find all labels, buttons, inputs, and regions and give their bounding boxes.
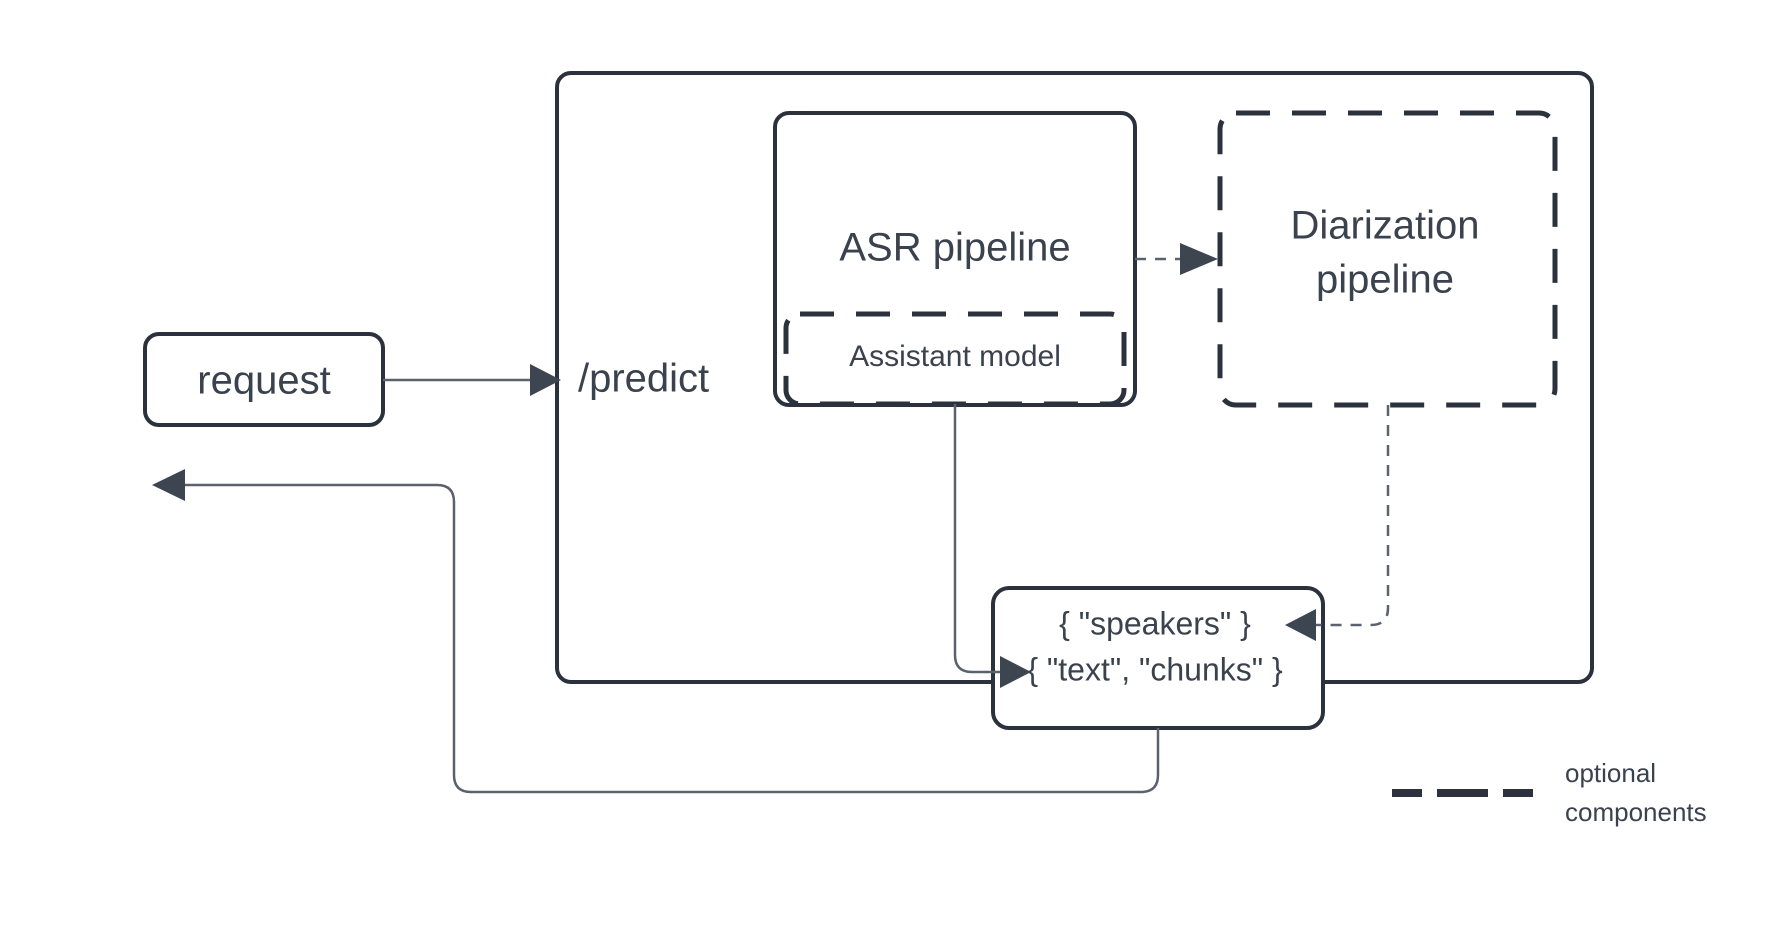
edge-diarization-to-output [1316,405,1390,627]
legend-label-line1: optional [1565,758,1656,788]
legend-label-line2: components [1565,797,1707,827]
diarization-pipeline-label-line2: pipeline [1316,258,1454,302]
assistant-model-label: Assistant model [849,340,1061,373]
arrowhead-request-to-predict [530,364,561,396]
arrowhead-output-to-response [152,469,185,501]
edge-assistant-to-output [953,404,1000,674]
service-label-predict: /predict [578,357,709,401]
output-label-text-chunks: { "text", "chunks" } [1027,651,1283,687]
edge-output-to-response [185,483,1160,794]
diarization-pipeline-label-line1: Diarization [1291,204,1480,248]
output-label-speakers: { "speakers" } [1059,605,1251,641]
asr-pipeline-label: ASR pipeline [839,226,1070,270]
arrowhead-asr-to-diarization [1180,243,1218,275]
arrowhead-assistant-to-output [1000,656,1031,688]
legend: optional components [1392,758,1707,827]
diarization-pipeline-box[interactable] [1217,110,1558,408]
request-label: request [197,359,330,403]
arrowhead-diarization-to-output [1285,609,1316,641]
